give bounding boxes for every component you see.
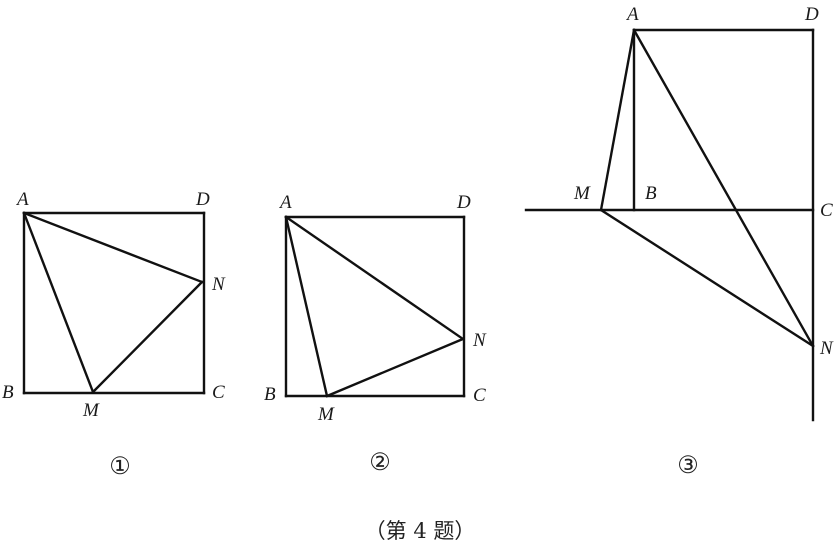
segment-AM <box>22 211 95 394</box>
point-label-m: M <box>317 404 335 425</box>
figure-number-label: ③ <box>677 451 699 479</box>
segment-AN <box>284 215 465 341</box>
point-label-c: C <box>212 382 225 403</box>
point-label-d: D <box>456 192 471 213</box>
point-label-d: D <box>195 189 210 210</box>
point-label-n: N <box>472 330 487 351</box>
point-label-d: D <box>804 4 819 25</box>
segment-AN <box>22 211 204 284</box>
point-label-n: N <box>819 338 834 359</box>
point-label-c: C <box>473 385 486 406</box>
segment-MN <box>325 337 465 398</box>
figure-2-square: A D B C M N ② <box>264 192 487 476</box>
point-label-a: A <box>625 4 639 25</box>
figure-number-label: ② <box>369 448 391 476</box>
figure-3-square-extended: A D B C M N ③ <box>524 4 834 479</box>
point-label-m: M <box>573 183 591 204</box>
problem-caption: （第 4 题） <box>365 519 476 543</box>
segment-AN <box>632 28 815 348</box>
point-label-c: C <box>820 200 833 221</box>
point-label-n: N <box>211 274 226 295</box>
segment-MN <box>599 208 815 348</box>
segment-MN <box>91 280 204 394</box>
segment-AM <box>599 28 636 212</box>
figure-1-square: A D B C M N ① <box>2 189 226 480</box>
point-label-m: M <box>82 400 100 421</box>
figure-number-label: ① <box>109 452 131 480</box>
point-label-b: B <box>2 382 14 403</box>
point-label-a: A <box>278 192 292 213</box>
segment-AM <box>284 215 329 398</box>
point-label-b: B <box>645 183 657 204</box>
point-label-a: A <box>15 189 29 210</box>
point-label-b: B <box>264 384 276 405</box>
